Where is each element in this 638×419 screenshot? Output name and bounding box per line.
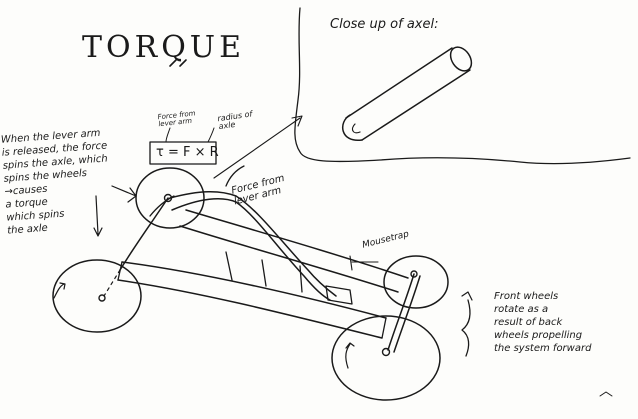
front-axle [387,273,415,351]
formula-equation: τ = F × R [156,145,219,160]
left-note-arrow [111,185,137,203]
rear-front-hub [410,270,418,278]
title: TORQUE [82,30,245,65]
closeup-leader-arrowhead [291,115,303,127]
front-wheel-rotation-arrow [345,342,355,369]
front-wheel-rear [383,255,449,309]
right-note: Front wheels rotate as a result of back … [494,291,592,354]
front-axle-edge [393,275,421,353]
force-arrow [225,165,245,187]
formula-label-brackets [165,127,215,143]
left-note-down-arrow [93,195,103,237]
near-back-hub [98,294,106,302]
near-back-wheel-rotation-arrow [53,282,66,299]
formula-box [149,141,217,165]
back-axle-hidden [103,269,121,297]
back-wheel-rear [135,167,205,229]
right-note-arrowhead [461,291,473,301]
right-note-bracket [461,299,471,357]
front-wheel-near [331,315,441,401]
mousetrap [225,251,379,305]
back-axle [119,197,169,271]
margin-scribble [599,391,613,397]
left-note: When the lever arm is released, the forc… [0,127,109,237]
chassis-board [117,209,409,339]
title-underline-marks [169,59,187,67]
back-wheel-near [52,259,142,333]
front-axle-hub [381,347,391,357]
closeup-leader-line [213,117,301,179]
closeup-axle [341,46,473,141]
closeup-region-border [294,7,631,165]
closeup-label: Close up of axel: [330,17,439,32]
lever-arm [149,190,337,301]
